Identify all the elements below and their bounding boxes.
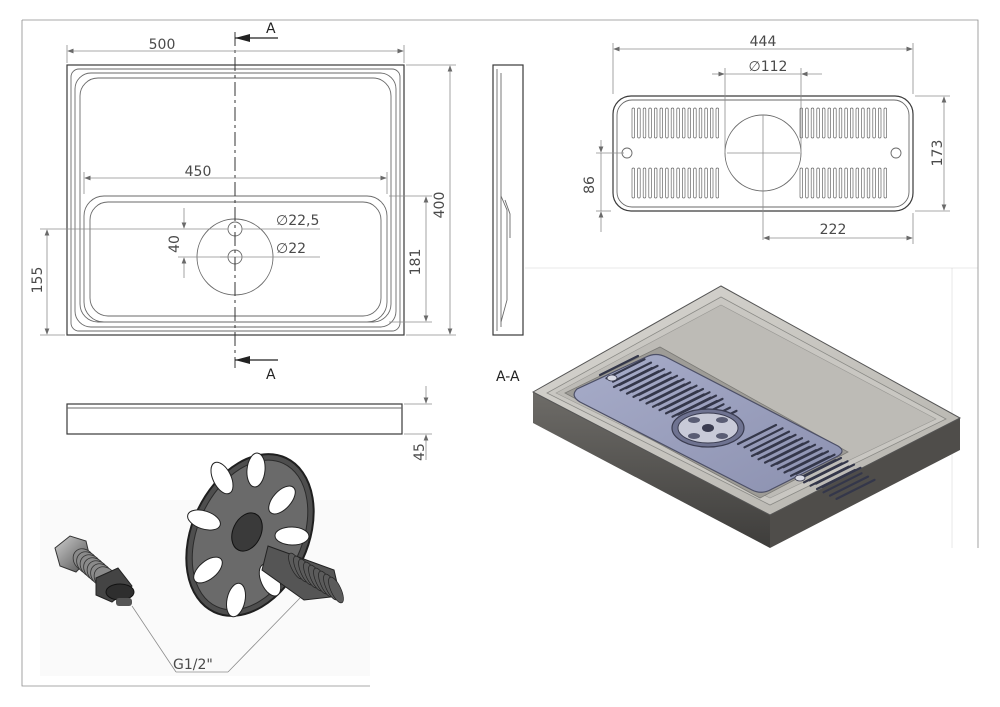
dim-width-total: 500 [149, 37, 176, 53]
wheel-strainer [185, 452, 344, 618]
dim-width-inner: 450 [185, 164, 212, 180]
section-view-label: A-A [496, 369, 520, 385]
tray-right-face [770, 418, 960, 548]
tray-front-face [533, 392, 770, 548]
dim-height-total: 400 [432, 192, 448, 219]
sheet-border-top [22, 19, 979, 548]
top-view [40, 32, 456, 368]
dim-height-inner: 181 [408, 249, 424, 276]
fitting-callout: G1/2" [173, 657, 213, 673]
grate-view [596, 43, 950, 244]
dim-grate-diameter: ∅112 [749, 59, 788, 75]
dim-grate-height: 173 [930, 140, 946, 167]
dim-hole-spacing: 40 [167, 235, 183, 253]
sheet-border-left [21, 20, 370, 687]
dim-grate-length: 444 [750, 34, 777, 50]
fitting-valve [54, 535, 135, 606]
front-view [66, 386, 432, 460]
grate-slots [631, 107, 887, 199]
dim-diameter-small: ∅22 [276, 241, 306, 257]
fitting-illustration [40, 452, 370, 676]
dim-front-height: 45 [412, 443, 428, 461]
dim-grate-center: 222 [820, 222, 847, 238]
side-view [492, 64, 524, 336]
dim-offset: 155 [30, 267, 46, 294]
isometric-tray [531, 285, 962, 548]
section-label-top: A [266, 21, 276, 37]
dim-grate-half: 86 [582, 176, 598, 194]
section-label-bottom: A [266, 367, 276, 383]
dim-diameter-large: ∅22,5 [276, 213, 319, 229]
